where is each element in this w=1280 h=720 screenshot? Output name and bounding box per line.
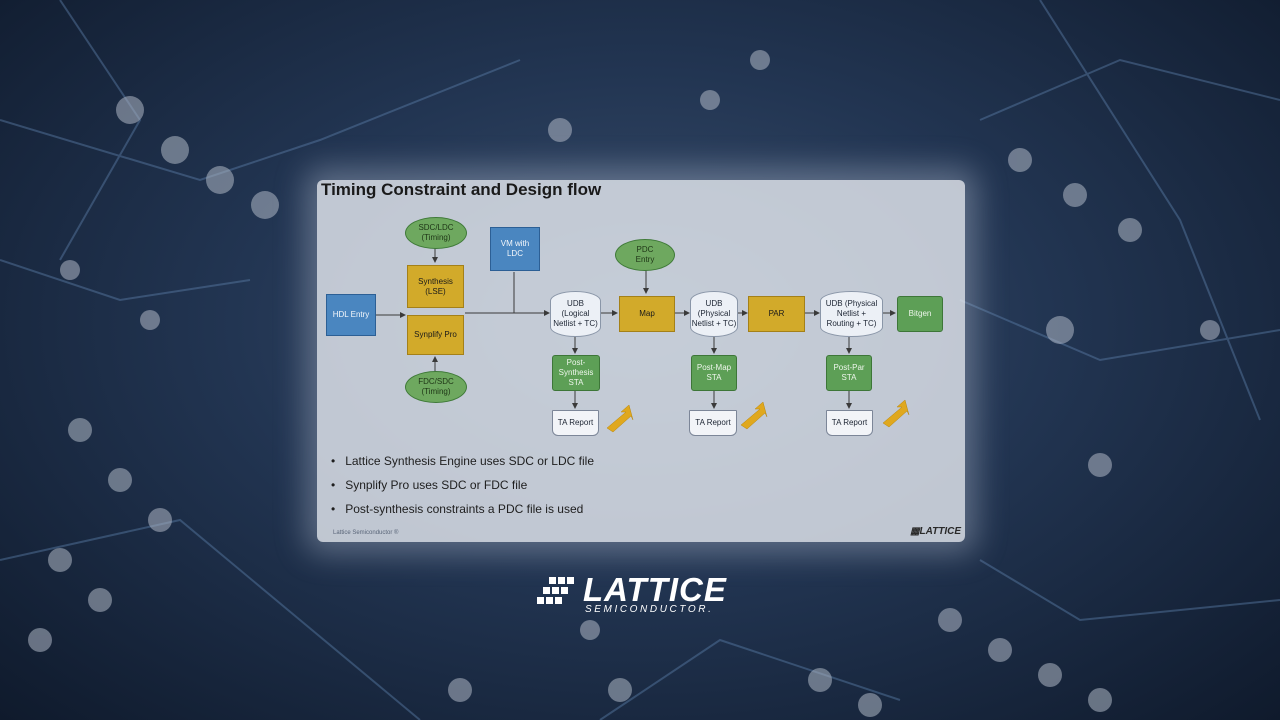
udb-routing-database: UDB (Physical Netlist + Routing + TC): [820, 291, 883, 337]
bullet-list: Lattice Synthesis Engine uses SDC or LDC…: [331, 454, 594, 526]
synthesis-lse-box: Synthesis (LSE): [407, 265, 464, 308]
bullet-item: Post-synthesis constraints a PDC file is…: [331, 502, 594, 516]
ta-report-2: TA Report: [689, 410, 737, 436]
pdc-entry-ellipse: PDC Entry: [615, 239, 675, 271]
brand-subtitle: SEMICONDUCTOR.: [585, 604, 714, 615]
post-par-sta-box: Post-Par STA: [826, 355, 872, 391]
lattice-brand-logo: LATTICE SEMICONDUCTOR.: [535, 571, 755, 615]
udb-logical-database: UDB (Logical Netlist + TC): [550, 291, 601, 337]
hdl-entry-box: HDL Entry: [326, 294, 376, 336]
lattice-mark-icon: [537, 577, 574, 604]
footer-copyright: Lattice Semiconductor ®: [333, 530, 399, 536]
post-map-sta-box: Post-Map STA: [691, 355, 737, 391]
ta-report-3: TA Report: [826, 410, 873, 436]
bullet-item: Synplify Pro uses SDC or FDC file: [331, 478, 594, 492]
fdc-sdc-ellipse: FDC/SDC (Timing): [405, 371, 467, 403]
vm-with-ldc-box: VM with LDC: [490, 227, 540, 271]
udb-physical-database: UDB (Physical Netlist + TC): [690, 291, 738, 337]
lattice-grid-icon: ▦: [910, 526, 920, 537]
slide-title: Timing Constraint and Design flow: [321, 180, 602, 199]
bitgen-box: Bitgen: [897, 296, 943, 332]
ta-report-1: TA Report: [552, 410, 599, 436]
map-box: Map: [619, 296, 675, 332]
sdc-ldc-ellipse: SDC/LDC (Timing): [405, 217, 467, 249]
par-box: PAR: [748, 296, 805, 332]
bullet-item: Lattice Synthesis Engine uses SDC or LDC…: [331, 454, 594, 468]
slide-thumbnail: Timing Constraint and Design flow: [317, 180, 965, 542]
footer-logo: ▦LATTICE: [910, 526, 961, 537]
post-synthesis-sta-box: Post- Synthesis STA: [552, 355, 600, 391]
synplify-pro-box: Synplify Pro: [407, 315, 464, 355]
brand-name: LATTICE: [583, 571, 727, 608]
